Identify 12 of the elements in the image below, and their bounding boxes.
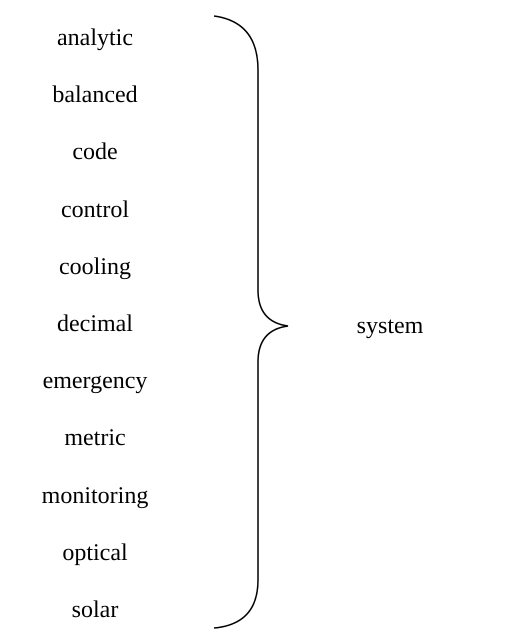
term-label: control	[61, 196, 129, 224]
term-label: metric	[64, 424, 126, 452]
term-label: analytic	[57, 24, 133, 52]
term-label: solar	[72, 596, 118, 624]
term-label: decimal	[57, 310, 133, 338]
term-label: emergency	[42, 367, 148, 396]
term-label: code	[72, 138, 118, 166]
group-term-label: system	[356, 312, 424, 340]
term-label: monitoring	[42, 482, 148, 510]
term-label: optical	[62, 538, 128, 567]
term-label: balanced	[52, 81, 138, 110]
term-label: cooling	[59, 252, 131, 281]
